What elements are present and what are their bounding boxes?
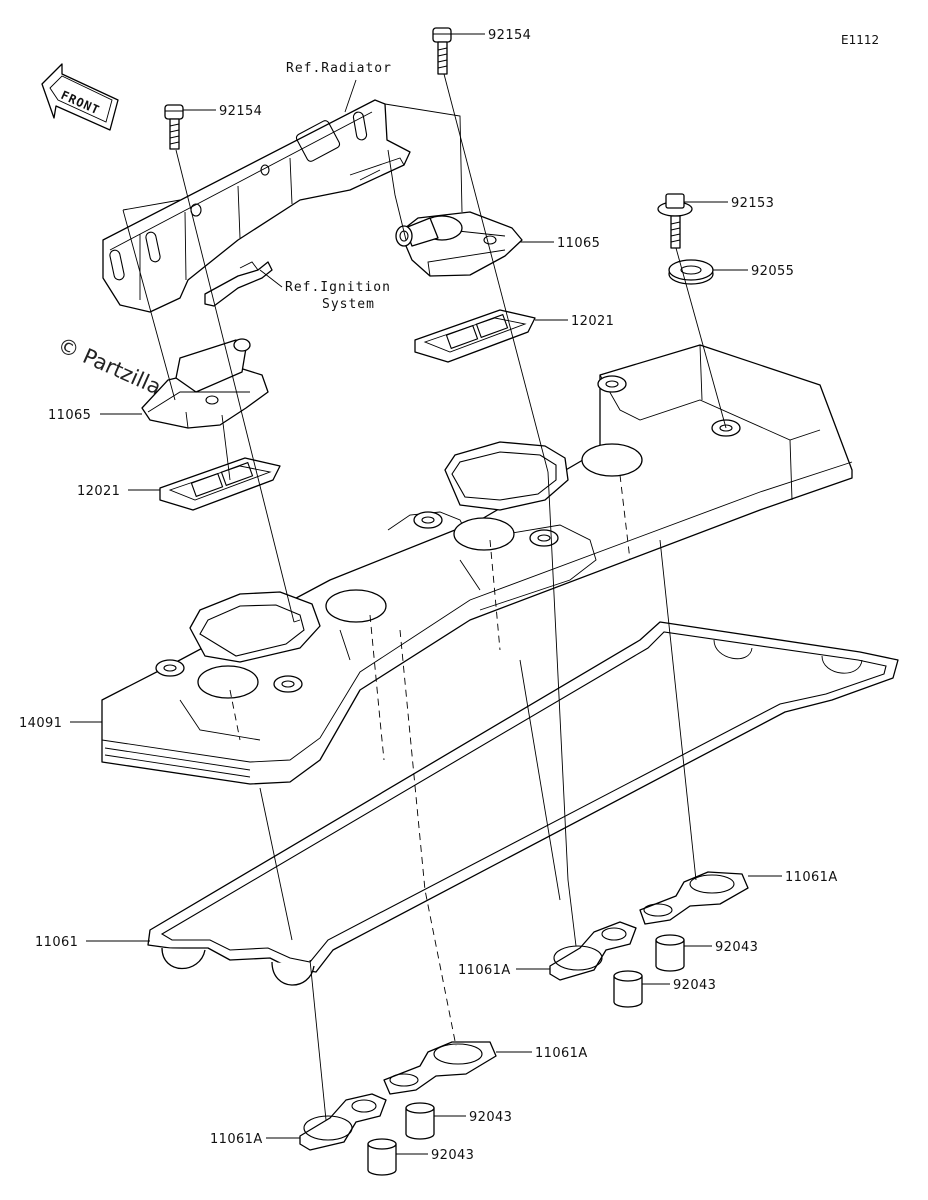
plug-gasket-right-lower — [549, 921, 637, 981]
callout-plug-gasket-right-lower: 11061A — [458, 963, 511, 978]
plug-gasket-right-upper — [639, 871, 749, 925]
dowel-left-lower — [367, 1138, 397, 1176]
washer-icon — [668, 259, 714, 285]
reed-valve-left — [159, 457, 281, 511]
callout-dowel-right-upper: 92043 — [715, 940, 758, 955]
callout-cover-gasket: 11061 — [35, 935, 78, 950]
reed-valve-right — [414, 309, 536, 363]
plug-gasket-left-upper — [383, 1041, 497, 1095]
leader-lines — [70, 33, 782, 1155]
callout-washer: 92055 — [751, 264, 794, 279]
callout-bolt-right: 92153 — [731, 196, 774, 211]
callout-cylinder-head-cover: 14091 — [19, 716, 62, 731]
assembly-lines — [122, 73, 727, 1121]
ignition-tab — [204, 261, 273, 307]
callout-dowel-right-lower: 92043 — [673, 978, 716, 993]
dowel-right-upper — [655, 934, 685, 972]
plug-gasket-left-lower — [299, 1093, 387, 1151]
dowel-right-lower — [613, 970, 643, 1008]
ref-ignition-label-line2: System — [322, 297, 375, 312]
callout-plug-gasket-left-upper: 11061A — [535, 1046, 588, 1061]
ref-ignition-label: Ref.Ignition — [285, 280, 391, 295]
callout-plug-gasket-left-lower: 11061A — [210, 1132, 263, 1147]
bolt-left-icon — [164, 104, 184, 150]
callout-bolt-top: 92154 — [488, 28, 531, 43]
bolt-top-icon — [432, 27, 452, 75]
callout-breather-cover-left: 11065 — [48, 408, 91, 423]
callout-reed-valve-right: 12021 — [571, 314, 614, 329]
breather-cover-left — [141, 338, 269, 429]
bolt-right-icon — [657, 193, 693, 249]
ref-radiator-label: Ref.Radiator — [286, 61, 392, 76]
callout-dowel-left-upper: 92043 — [469, 1110, 512, 1125]
callout-breather-cover-right: 11065 — [557, 236, 600, 251]
cover-gasket — [147, 621, 899, 986]
callout-dowel-left-lower: 92043 — [431, 1148, 474, 1163]
breather-cover-right — [395, 211, 523, 277]
cylinder-head-cover — [101, 344, 853, 785]
callout-bolt-left: 92154 — [219, 104, 262, 119]
callout-reed-valve-left: 12021 — [77, 484, 120, 499]
diagram-code: E1112 — [841, 33, 879, 47]
radiator-bracket — [102, 99, 411, 313]
dowel-left-upper — [405, 1102, 435, 1140]
callout-plug-gasket-right-upper: 11061A — [785, 870, 838, 885]
front-arrow-icon: FRONT — [41, 63, 119, 131]
